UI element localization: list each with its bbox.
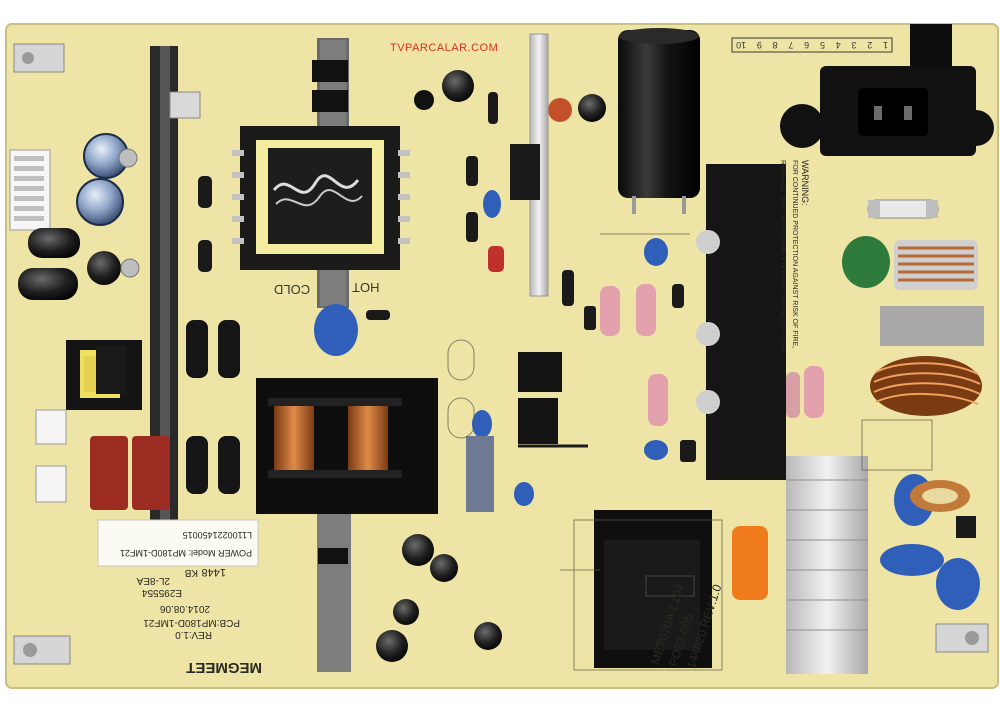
connector: [35, 409, 67, 445]
rating-text: 2L-8EA: [136, 575, 170, 586]
capacitor: [393, 599, 419, 625]
date-code-text: 1448: [201, 566, 226, 578]
mosfet: [518, 352, 562, 392]
y-capacitor: [644, 238, 668, 266]
diode: [186, 320, 208, 378]
connector-number-row: 1 2 3 4 5 6 7 8 9 10: [736, 40, 888, 50]
heatsink-right: [706, 164, 786, 480]
capacitor: [442, 70, 474, 102]
film-capacitor: [90, 436, 128, 510]
date-text: 2014.08.06: [159, 603, 210, 614]
kb-text: KB: [184, 567, 198, 578]
warning-line-1: FOR CONTINUED PROTECTION AGAINST RISK OF…: [791, 160, 798, 349]
connector-number: 8: [772, 40, 778, 50]
output-connector: [9, 149, 51, 231]
capacitor: [430, 554, 458, 582]
capacitor: [18, 268, 78, 300]
diode: [186, 436, 208, 494]
optocoupler: [312, 90, 348, 112]
resistor: [648, 374, 668, 426]
toroid-inductor: [870, 356, 982, 416]
warning-line-2: REPLACE ONLY WITH SAME TYPE AND RATING O…: [779, 160, 786, 352]
barcode-text: L1100221450015: [182, 530, 252, 540]
connector-number: 1: [882, 40, 888, 50]
main-transformer: [232, 126, 410, 270]
capacitor: [414, 90, 434, 110]
connector: [35, 465, 67, 503]
model-line-text: POWER Model: MP180D-1MF21: [119, 548, 252, 558]
connector-number: 2: [867, 40, 873, 50]
cold-label: COLD: [274, 282, 311, 297]
connector-number: 10: [736, 40, 747, 50]
capacitor: [578, 94, 606, 122]
capacitor: [87, 251, 121, 285]
board-ref-text: PCB:MP180D-1MF21: [143, 617, 240, 628]
connector-number: 3: [851, 40, 857, 50]
mounting-tab: [13, 635, 71, 665]
y-capacitor: [314, 304, 358, 356]
capacitor: [548, 98, 572, 122]
code-text: E295554: [141, 587, 182, 598]
connector-number: 5: [819, 40, 825, 50]
y-capacitor: [472, 410, 492, 438]
capacitor: [28, 228, 80, 258]
common-mode-choke: [894, 240, 978, 290]
capacitor: [474, 622, 502, 650]
hot-label: HOT: [352, 280, 380, 295]
film-capacitor: [132, 436, 170, 510]
y-capacitor: [483, 190, 501, 218]
watermark-text: TVPARCALAR.COM: [390, 42, 499, 54]
brand-text: MEGMEET: [186, 659, 262, 676]
warning-title: WARNING:: [800, 160, 810, 206]
resistor: [636, 284, 656, 336]
pfc-inductor: [256, 378, 438, 514]
connector-number: 9: [756, 40, 762, 50]
model-sticker: [97, 519, 259, 567]
resistor: [600, 286, 620, 336]
y-capacitor: [936, 558, 980, 610]
connector-number: 6: [804, 40, 810, 50]
toroid-inductor-small: [910, 480, 970, 512]
heatsink-bottom-right: [786, 456, 868, 674]
y-capacitor: [880, 544, 944, 576]
output-transformer: [594, 510, 712, 668]
connector-header: [731, 37, 893, 53]
choke-shell: [880, 306, 984, 346]
capacitor: [402, 534, 434, 566]
connector-number: 7: [788, 40, 794, 50]
cement-resistor: [466, 436, 494, 512]
revision-text: REV:1.0: [175, 629, 212, 640]
diode: [218, 320, 240, 378]
resistor: [804, 366, 824, 418]
y-capacitor: [644, 440, 668, 460]
capacitor: [76, 178, 124, 226]
film-capacitor: [732, 526, 768, 600]
mosfet: [518, 398, 558, 444]
connector-number: 4: [835, 40, 841, 50]
x-capacitor: [842, 236, 890, 288]
y-capacitor: [514, 482, 534, 506]
mounting-tab: [935, 623, 989, 653]
diode: [218, 436, 240, 494]
ac-inlet: [780, 24, 994, 156]
capacitor: [376, 630, 408, 662]
fuse: [867, 199, 939, 219]
mounting-tab: [13, 43, 65, 73]
transistor: [696, 230, 720, 414]
optocoupler: [312, 60, 348, 82]
bulk-capacitor: [618, 28, 700, 214]
standby-transformer: [66, 340, 142, 410]
